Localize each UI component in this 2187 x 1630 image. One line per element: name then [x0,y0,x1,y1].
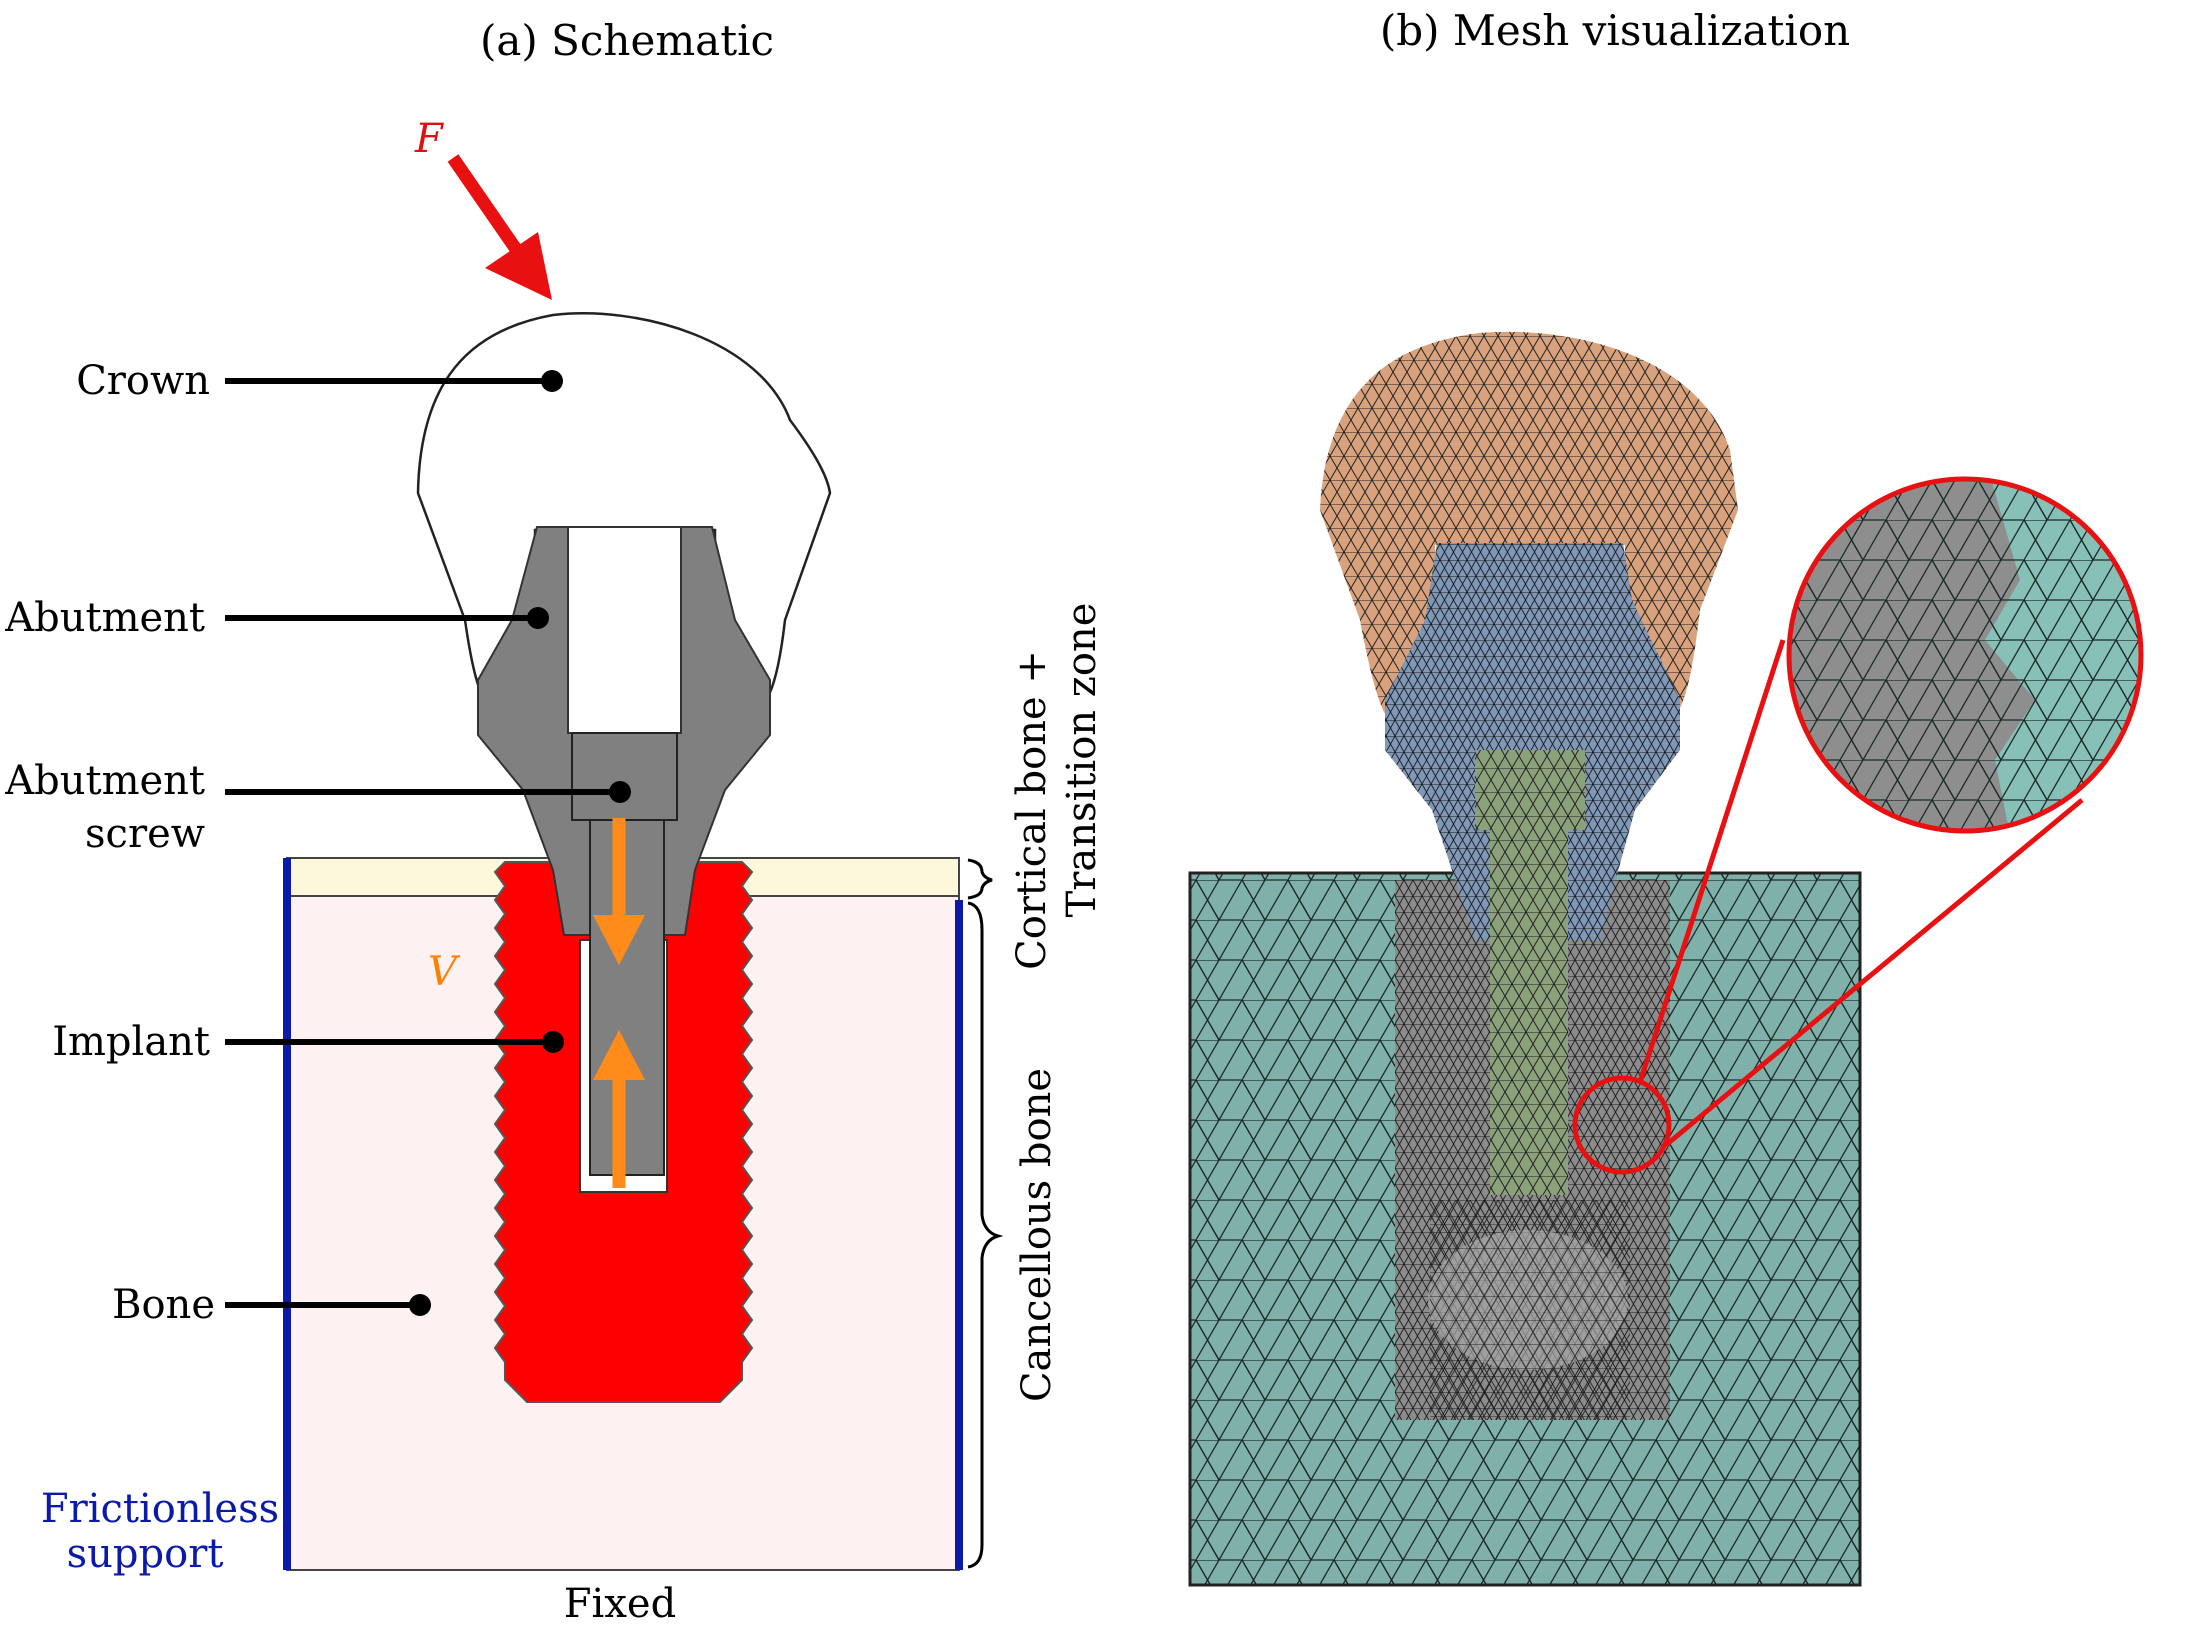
label-cortical-2: Transition zone [1059,603,1105,918]
label-abutment: Abutment [4,595,205,641]
label-support-1: Frictionless [41,1486,279,1532]
label-cortical-1: Cortical bone + [1009,650,1055,970]
zoom-inset [1786,476,2144,834]
preload-label: V [428,949,461,995]
leaders [225,370,631,1316]
label-cancellous: Cancellous bone [1014,1068,1060,1402]
caption-a: (a) Schematic [480,16,774,65]
preload-arrows [593,818,645,1188]
label-abutment-screw-1: Abutment [4,758,205,804]
force-label: F [414,116,444,162]
screw-mesh [1475,750,1585,1195]
caption-b: (b) Mesh visualization [1380,6,1850,55]
label-implant: Implant [52,1019,210,1065]
zoom-indicator [1572,639,2084,1175]
brace-cortical [967,858,993,900]
label-fixed: Fixed [564,1581,676,1627]
force-arrow [447,154,552,300]
abutment-mesh [1385,543,1680,940]
label-crown: Crown [76,358,210,404]
label-abutment-screw-2: screw [85,811,205,857]
label-support-2: support [67,1531,224,1577]
brace-cancellous [967,901,1004,1569]
label-bone: Bone [112,1282,215,1328]
